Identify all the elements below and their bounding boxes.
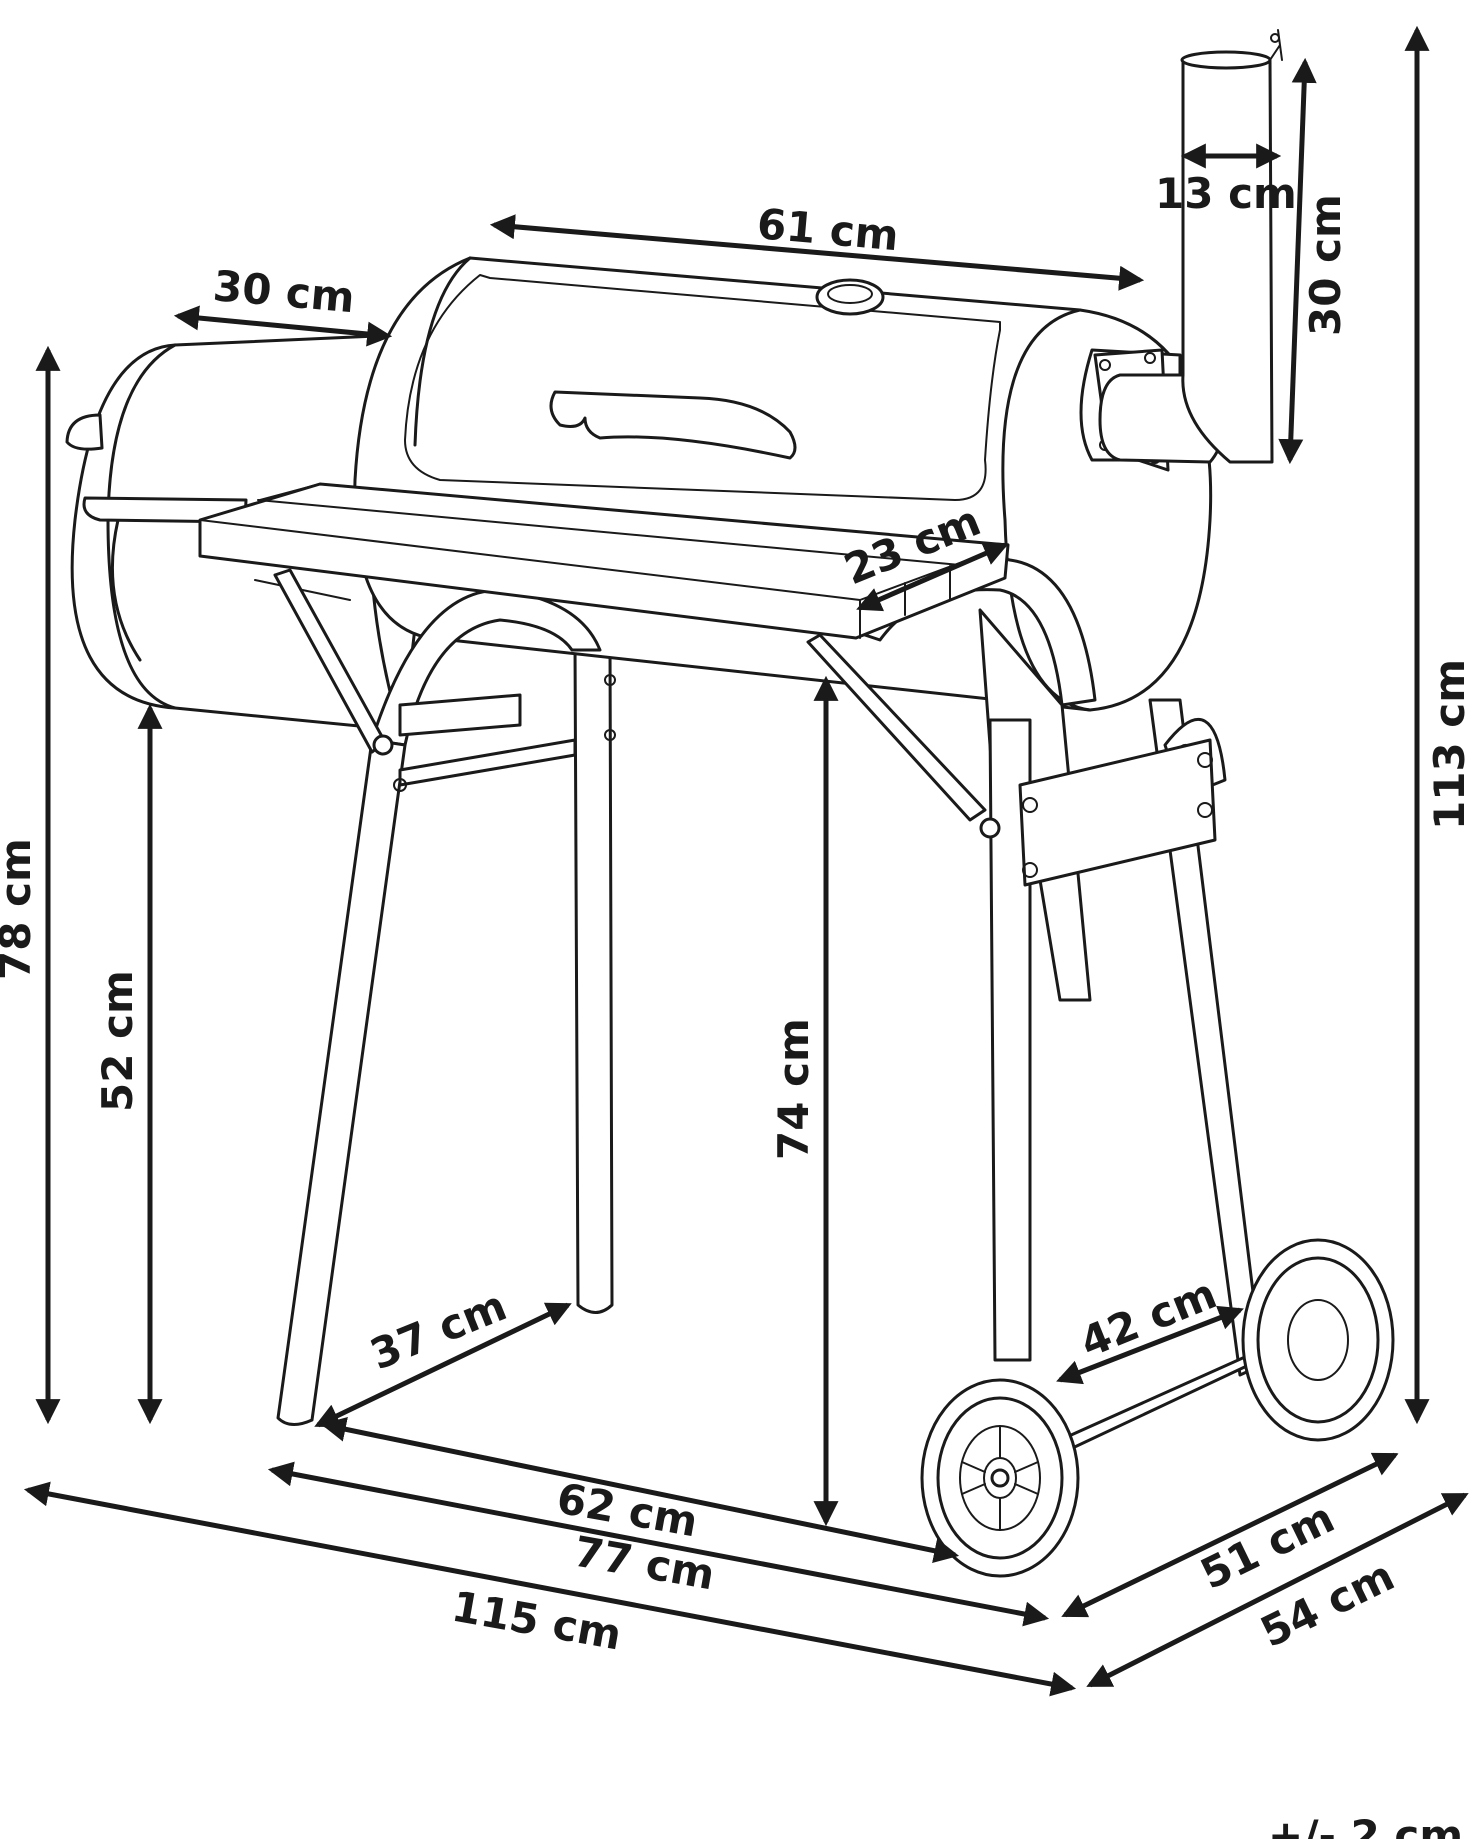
label-base-length: 77 cm — [570, 1527, 718, 1600]
label-tolerance-note: +/- 2 cm — [1268, 1811, 1463, 1839]
chimney — [1079, 29, 1283, 472]
label-shelf-height: 74 cm — [769, 1018, 818, 1160]
dim-line-chimney-height — [1278, 57, 1317, 465]
grill-illustration — [65, 29, 1395, 1578]
front-legs — [276, 554, 1217, 1426]
dim-line-overall-width — [1086, 1492, 1469, 1688]
label-chimney-height: 30 cm — [1301, 194, 1350, 336]
label-overall-height: 113 cm — [1425, 659, 1470, 830]
dim-line-overall-length — [23, 1481, 1077, 1697]
label-firebox-depth: 30 cm — [211, 261, 356, 322]
label-leg-depth-left: 37 cm — [363, 1281, 513, 1380]
dim-line-chamber-length — [489, 214, 1145, 291]
label-firebox-bottom: 52 cm — [93, 970, 142, 1112]
label-overall-length: 115 cm — [448, 1582, 625, 1660]
label-chimney-diameter: 13 cm — [1155, 169, 1297, 218]
dimension-lines — [23, 25, 1469, 1697]
side-shelf — [198, 482, 1010, 839]
dim-line-firebox-depth — [173, 305, 393, 347]
dim-line-leg-depth-right — [1056, 1305, 1244, 1385]
dim-line-leg-depth-left — [314, 1302, 572, 1428]
rear-legs — [573, 643, 1264, 1377]
dim-line-shelf-depth — [856, 541, 1009, 612]
label-leg-depth-right: 42 cm — [1073, 1269, 1223, 1368]
label-overall-height-left: 78 cm — [0, 838, 40, 980]
